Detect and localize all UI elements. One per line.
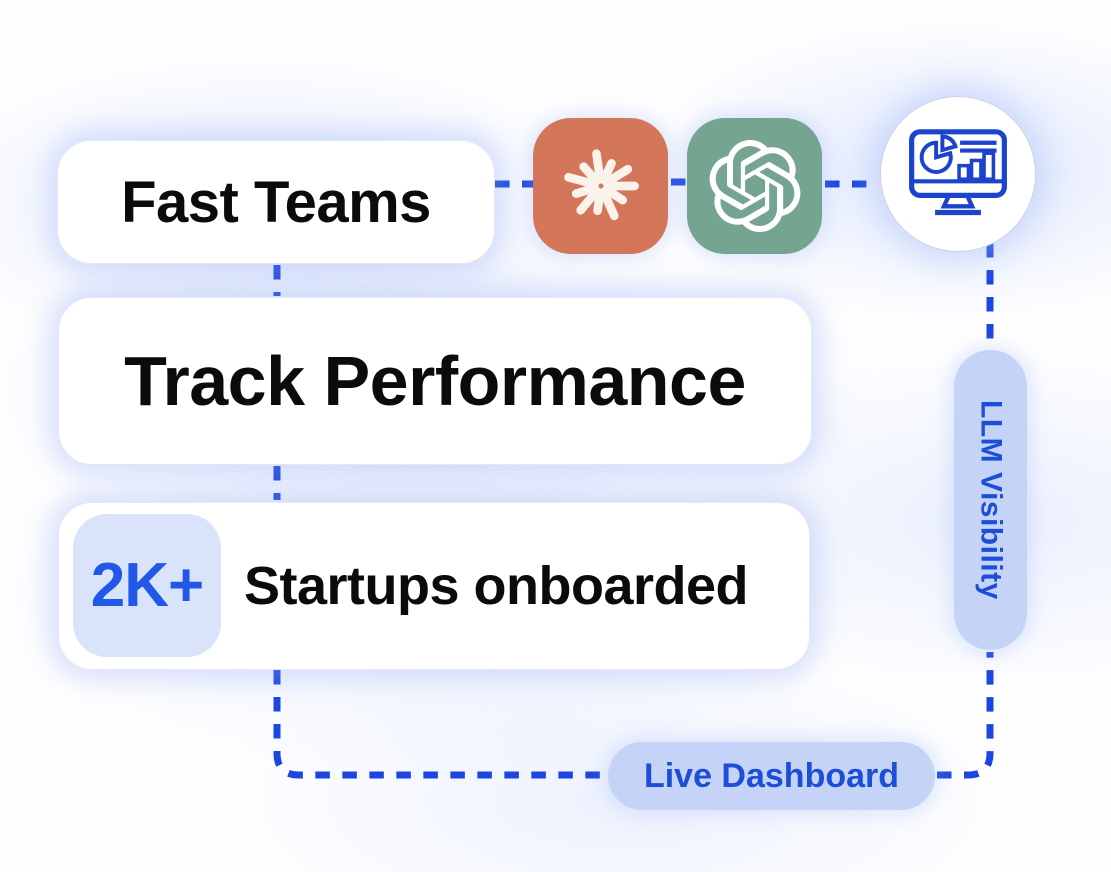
startups-onboarded-label: Startups onboarded [244,556,749,616]
llm-visibility-pill: LLM Visibility [954,350,1027,650]
llm-visibility-label: LLM Visibility [974,400,1008,600]
track-performance-label: Track Performance [124,342,746,420]
fast-teams-label: Fast Teams [121,169,431,235]
openai-icon [687,118,822,254]
live-dashboard-pill: Live Dashboard [608,742,935,810]
count-badge-value: 2K+ [90,551,204,620]
connector-startups-livedash [273,670,606,779]
dashboard-monitor-icon [909,129,1007,216]
track-performance-card: Track Performance [58,297,812,465]
openai-logo-icon [709,140,800,232]
startups-onboarded-card: 2K+ Startups onboarded [58,502,810,670]
live-dashboard-label: Live Dashboard [643,756,900,795]
connector-livedash-llmpill [937,652,994,779]
fast-teams-card: Fast Teams [57,140,495,264]
claude-spark-icon [563,149,639,221]
count-badge: 2K+ [73,514,221,657]
dashboard-circle [880,96,1036,252]
claude-icon [533,118,668,254]
